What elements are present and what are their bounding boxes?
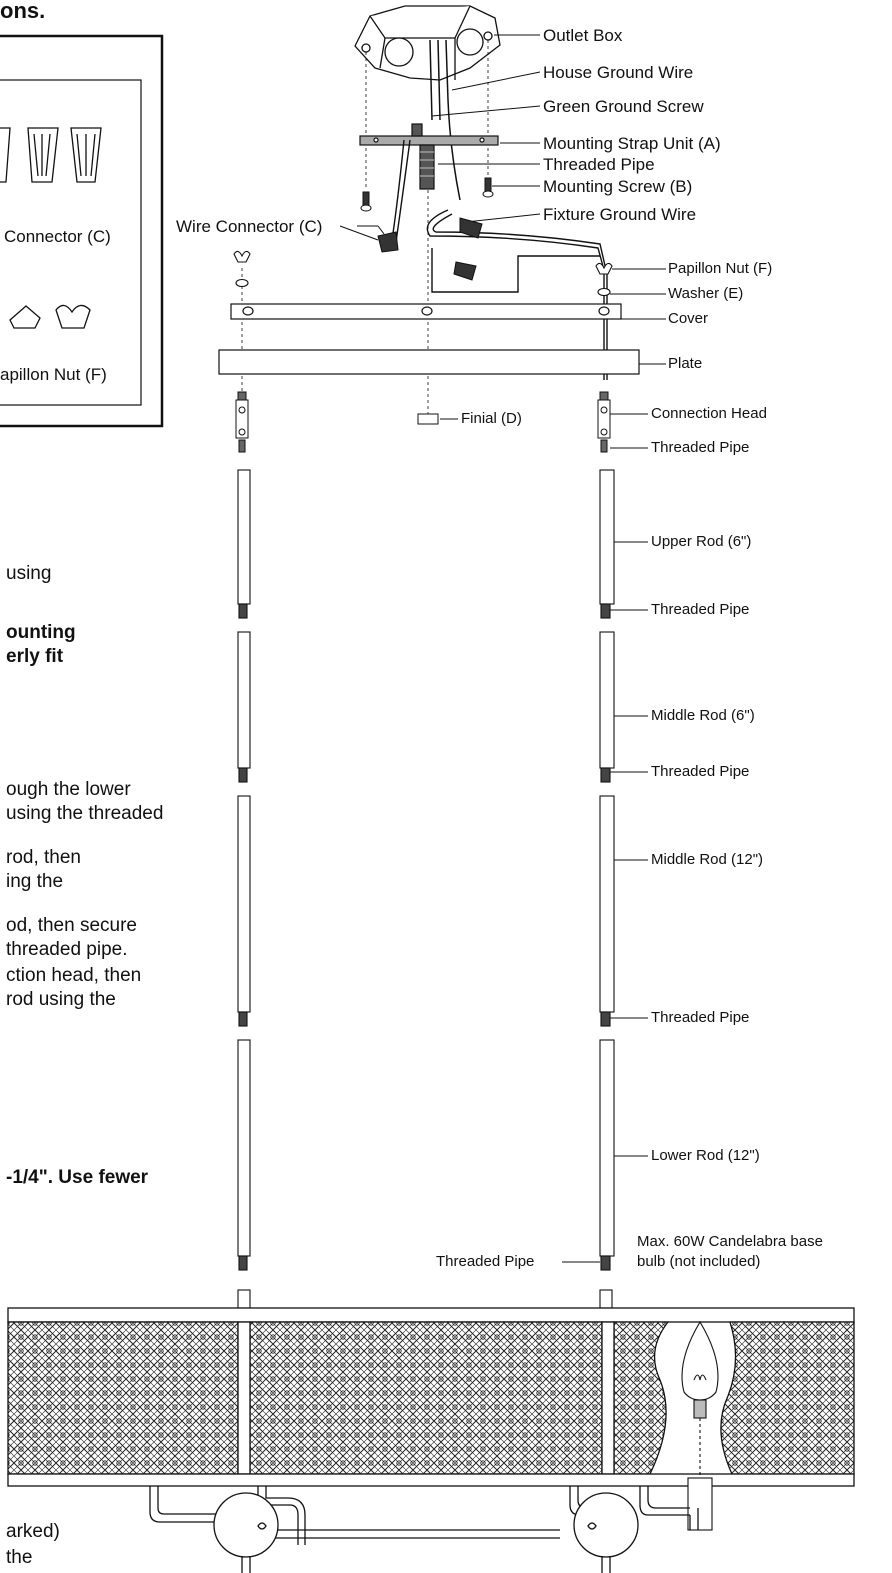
label-middle-rod-12: Middle Rod (12") [651, 851, 764, 868]
label-bulb-line-1: Max. 60W Candelabra base [637, 1233, 823, 1250]
parts-connector-label: Connector (C) [4, 227, 111, 246]
instruction-fragment: -1/4". Use fewer [6, 1167, 149, 1188]
instruction-fragment: using [6, 563, 52, 584]
label-house-ground-wire: House Ground Wire [543, 63, 694, 82]
bulb-drawing [681, 1320, 719, 1531]
label-mounting-screw: Mounting Screw (B) [543, 177, 693, 196]
mounting-strap [359, 123, 499, 190]
label-papillon-nut: Papillon Nut (F) [668, 260, 773, 277]
instruction-fragment: the [6, 1547, 33, 1568]
instruction-fragment: arked) [6, 1521, 60, 1542]
label-mounting-strap: Mounting Strap Unit (A) [543, 134, 721, 153]
papillon-nut-installed [233, 250, 613, 297]
plate [218, 349, 640, 375]
label-threaded-pipe-5: Threaded Pipe [436, 1253, 535, 1270]
label-threaded-pipe-1: Threaded Pipe [651, 439, 750, 456]
label-upper-rod: Upper Rod (6") [651, 533, 752, 550]
label-middle-rod-6: Middle Rod (6") [651, 707, 755, 724]
mounting-screws [360, 177, 494, 212]
label-washer: Washer (E) [668, 285, 744, 302]
label-green-ground-screw: Green Ground Screw [543, 97, 704, 116]
label-fixture-ground-wire: Fixture Ground Wire [543, 205, 697, 224]
finial [417, 413, 439, 425]
label-outlet-box: Outlet Box [543, 26, 623, 45]
label-wire-connector: Wire Connector (C) [176, 217, 323, 236]
label-threaded-pipe-top: Threaded Pipe [543, 155, 655, 174]
instruction-fragment: threaded pipe. [6, 939, 128, 960]
instruction-fragment: erly fit [6, 646, 64, 667]
label-finial: Finial (D) [461, 410, 522, 427]
connection-heads [235, 391, 611, 453]
wire-connector-icons [0, 127, 102, 183]
rods-right [599, 469, 615, 1309]
instruction-fragment: ing the [6, 871, 64, 892]
instruction-fragment: rod, then [6, 847, 81, 868]
instruction-fragment: rod using the [6, 989, 116, 1010]
parts-box [0, 34, 164, 428]
fixture-arms [149, 1486, 699, 1573]
fixture-body [7, 1307, 855, 1487]
label-plate: Plate [668, 355, 703, 372]
wire-connectors-installed [339, 217, 483, 281]
label-threaded-pipe-3: Threaded Pipe [651, 763, 750, 780]
instruction-fragment: using the threaded [6, 803, 164, 824]
heading-fragment: ons. [0, 0, 46, 23]
label-threaded-pipe-2: Threaded Pipe [651, 601, 750, 618]
label-threaded-pipe-4: Threaded Pipe [651, 1009, 750, 1026]
rods-left [237, 469, 251, 1309]
cover [230, 303, 622, 320]
instruction-fragment: ough the lower [6, 779, 131, 800]
instruction-fragment: od, then secure [6, 915, 137, 936]
outlet-box-drawing [354, 5, 501, 81]
papillon-nut-icons [9, 304, 91, 329]
parts-papillon-label: apillon Nut (F) [0, 365, 107, 384]
label-lower-rod: Lower Rod (12") [651, 1147, 760, 1164]
instruction-fragment: ounting [6, 622, 76, 643]
instruction-fragment: ction head, then [6, 965, 142, 986]
label-connection-head: Connection Head [651, 405, 767, 422]
label-bulb-line-2: bulb (not included) [637, 1253, 761, 1270]
label-cover: Cover [668, 310, 709, 327]
